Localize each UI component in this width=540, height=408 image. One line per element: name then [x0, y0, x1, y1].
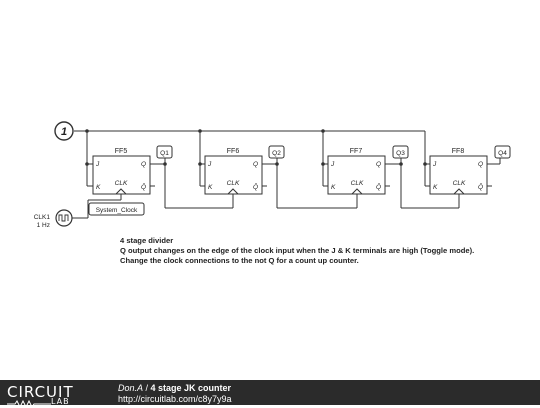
- svg-text:Q2: Q2: [272, 150, 281, 157]
- logo-lab-text: LAB: [51, 397, 70, 406]
- circuit-credit: Don.A / 4 stage JK counter: [118, 383, 231, 393]
- schematic: 1 FF5 J K CLK Q Q̄ FF6 J K CLK Q Q̄ FF7 …: [34, 121, 511, 229]
- svg-text:Q4: Q4: [498, 150, 507, 157]
- qbar-pin-label: Q̄: [478, 183, 483, 191]
- qbar-pin-label: Q̄: [253, 183, 258, 191]
- logo-text: CIRCUIT: [7, 383, 74, 401]
- clk-pin-label: CLK: [453, 180, 466, 187]
- circuitlab-logo[interactable]: CIRCUIT LAB: [7, 383, 74, 408]
- note-line: Change the clock connections to the not …: [120, 256, 359, 265]
- footer-bar: CIRCUIT LAB Don.A / 4 stage JK counter h…: [0, 380, 540, 408]
- clk-pin-label: CLK: [115, 180, 128, 187]
- flipflop-ff6: FF6 J K CLK Q Q̄: [207, 148, 258, 191]
- j-pin-label: J: [95, 161, 100, 168]
- clock-frequency: 1 Hz: [37, 222, 50, 229]
- k-pin-label: K: [96, 184, 101, 191]
- k-pin-label: K: [433, 184, 438, 191]
- q-pin-label: Q: [141, 161, 146, 168]
- output-tag-q4: Q4: [494, 145, 511, 164]
- ff-name: FF6: [227, 148, 240, 155]
- flipflop-ff5: FF5 J K CLK Q Q̄: [95, 148, 146, 191]
- ff-name: FF7: [350, 148, 363, 155]
- output-tag-q3: Q3: [392, 145, 409, 164]
- svg-text:Q1: Q1: [160, 150, 169, 157]
- qbar-pin-label: Q̄: [376, 183, 381, 191]
- clk-pin-label: CLK: [351, 180, 364, 187]
- j-pin-label: J: [330, 161, 335, 168]
- output-tag-q1: Q1: [156, 145, 173, 164]
- circuit-url[interactable]: http://circuitlab.com/c8y7y9a: [118, 394, 232, 404]
- note-line: Q output changes on the edge of the cloc…: [120, 246, 475, 255]
- k-pin-label: K: [331, 184, 336, 191]
- separator: /: [143, 383, 151, 393]
- resistor-icon: [7, 400, 51, 408]
- schematic-notes: 4 stage divider Q output changes on the …: [120, 236, 474, 266]
- output-tag-q2: Q2: [268, 145, 285, 164]
- clock-name: CLK1: [34, 214, 51, 221]
- system-clock-net-label: System_Clock: [88, 202, 145, 216]
- clk-pin-label: CLK: [227, 180, 240, 187]
- j-pin-label: J: [207, 161, 212, 168]
- author-link[interactable]: Don.A: [118, 383, 144, 393]
- qbar-pin-label: Q̄: [141, 183, 146, 191]
- circuit-title[interactable]: 4 stage JK counter: [150, 383, 232, 393]
- flipflop-ff7: FF7 J K CLK Q Q̄: [330, 148, 381, 191]
- q-pin-label: Q: [478, 161, 483, 168]
- ff-name: FF8: [452, 148, 465, 155]
- node-1-label: 1: [61, 126, 67, 138]
- k-pin-label: K: [208, 184, 213, 191]
- flipflop-ff8: FF8 J K CLK Q Q̄: [432, 148, 483, 191]
- j-pin-label: J: [432, 161, 437, 168]
- clock-source-clk1: CLK1 1 Hz: [34, 209, 73, 229]
- q-pin-label: Q: [376, 161, 381, 168]
- svg-text:System_Clock: System_Clock: [96, 207, 138, 214]
- note-line: 4 stage divider: [120, 236, 174, 245]
- svg-text:Q3: Q3: [396, 150, 405, 157]
- ff-name: FF5: [115, 148, 128, 155]
- q-pin-label: Q: [253, 161, 258, 168]
- node-1-marker: [54, 121, 74, 141]
